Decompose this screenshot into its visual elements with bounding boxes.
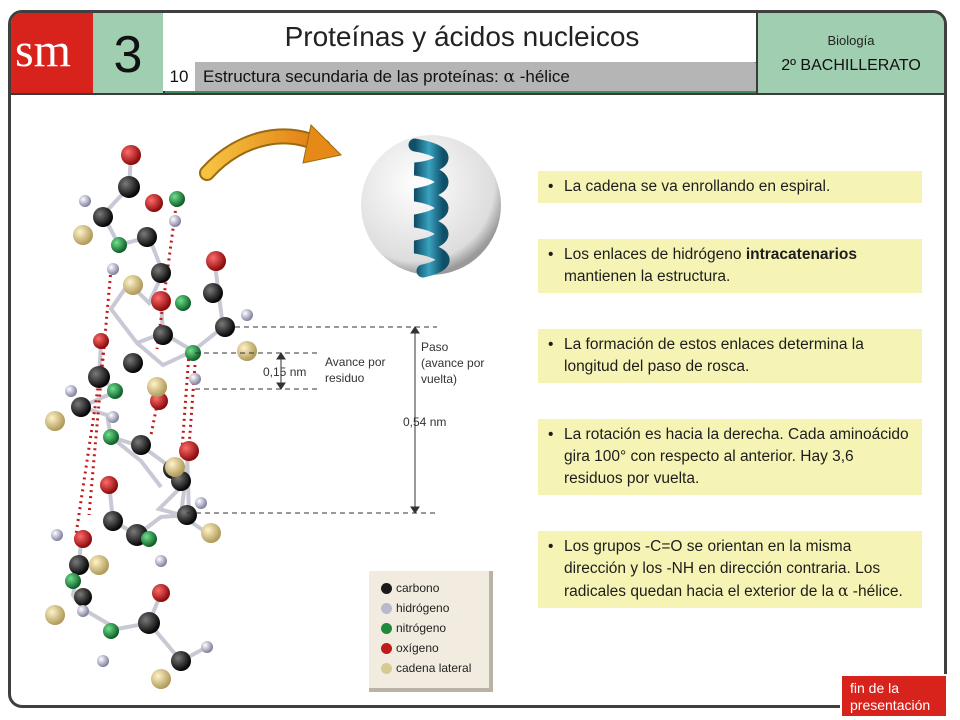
- legend-label: carbono: [396, 581, 440, 595]
- side-chain-dot-icon: [381, 663, 392, 675]
- slide-frame: sm 3 Proteínas y ácidos nucleicos 10 Est…: [8, 10, 947, 708]
- curved-arrow: [199, 123, 343, 181]
- logo-text: sm: [15, 24, 72, 77]
- subject-label: Biología: [827, 33, 875, 48]
- callout-text: Los grupos -C=O se orientan en la misma …: [550, 536, 914, 603]
- callout-spiral: • La cadena se va enrollando en espiral.: [538, 171, 922, 203]
- title-band: Proteínas y ácidos nucleicos: [163, 13, 761, 64]
- subtitle-prefix: Estructura secundaria de las proteínas:: [203, 67, 499, 86]
- callout-text: Los enlaces de hidrógeno intracatenarios…: [550, 244, 914, 288]
- callout-text-part: -hélice.: [848, 583, 903, 600]
- end-presentation-button[interactable]: fin de la presentación: [840, 674, 948, 718]
- legend-item: nitrógeno: [381, 619, 446, 637]
- bullet: •: [548, 336, 554, 353]
- callout-hydrogen-bonds: • Los enlaces de hidrógeno intracatenari…: [538, 239, 922, 293]
- pitch-label-3: vuelta): [421, 372, 457, 386]
- slide-subtitle: Estructura secundaria de las proteínas: …: [203, 62, 570, 92]
- callout-text-part: Los grupos -C=O se orientan en la misma …: [564, 538, 881, 600]
- chapter-number: 3: [113, 26, 143, 84]
- callout-text: La formación de estos enlaces determina …: [564, 336, 864, 375]
- pitch-label-2: (avance por: [421, 356, 484, 370]
- callout-groups: • Los grupos -C=O se orientan en la mism…: [538, 531, 922, 608]
- callout-rotation: • La rotación es hacia la derecha. Cada …: [538, 419, 922, 495]
- oxygen-dot-icon: [381, 643, 392, 655]
- slide-header: sm 3 Proteínas y ácidos nucleicos 10 Est…: [11, 13, 944, 95]
- bullet: •: [548, 426, 554, 443]
- bullet: •: [548, 538, 554, 555]
- subtitle-suffix: -hélice: [519, 67, 570, 86]
- helix-ribbon-icon: [361, 135, 501, 278]
- atoms: [45, 145, 257, 689]
- legend-item: carbono: [381, 579, 439, 597]
- chapter-number-box: 3: [93, 13, 165, 93]
- hydrogen-dot-icon: [381, 603, 392, 615]
- course-label: 2º BACHILLERATO: [781, 57, 921, 74]
- bullet: •: [548, 178, 554, 195]
- measurement-guides: [187, 326, 437, 514]
- callout-bold-term: intracatenarios: [745, 246, 857, 263]
- advance-label-1: Avance por: [325, 355, 386, 369]
- slide-title: Proteínas y ácidos nucleicos: [284, 21, 640, 52]
- callout-pitch: • La formación de estos enlaces determin…: [538, 329, 922, 383]
- pitch-label-1: Paso: [421, 340, 449, 354]
- nitrogen-dot-icon: [381, 623, 392, 635]
- legend-item: hidrógeno: [381, 599, 449, 617]
- end-button-line1: fin de la: [850, 680, 900, 696]
- alpha-symbol: α: [838, 582, 849, 600]
- legend-item: oxígeno: [381, 639, 439, 657]
- course-box: Biología 2º BACHILLERATO: [756, 13, 944, 93]
- carbon-dot-icon: [381, 583, 392, 595]
- advance-label-2: residuo: [325, 371, 365, 385]
- legend-label: hidrógeno: [396, 601, 450, 615]
- bullet: •: [548, 246, 554, 263]
- callout-text-part: Los enlaces de hidrógeno: [564, 246, 746, 263]
- alpha-symbol: α: [503, 67, 515, 87]
- legend-label: oxígeno: [396, 641, 439, 655]
- callout-text-part: mantienen la estructura.: [564, 268, 731, 285]
- callout-text: La rotación es hacia la derecha. Cada am…: [564, 426, 909, 487]
- callout-text: La cadena se va enrollando en espiral.: [564, 178, 831, 195]
- slide-number: 10: [163, 62, 195, 91]
- subtitle-band: 10 Estructura secundaria de las proteína…: [163, 62, 761, 91]
- alpha-helix-diagram: 0,15 nm Avance por residuo Paso (avance …: [45, 123, 501, 689]
- advance-value: 0,15 nm: [263, 365, 306, 379]
- end-button-line2: presentación: [850, 697, 931, 713]
- measurement-arrows: [276, 326, 420, 514]
- atom-legend: carbono hidrógeno nitrógeno oxígeno cade…: [369, 571, 493, 692]
- legend-label: cadena lateral: [396, 661, 472, 675]
- legend-label: nitrógeno: [396, 621, 447, 635]
- pitch-value: 0,54 nm: [403, 415, 446, 429]
- legend-item: cadena lateral: [381, 659, 471, 677]
- publisher-logo: sm: [11, 13, 95, 93]
